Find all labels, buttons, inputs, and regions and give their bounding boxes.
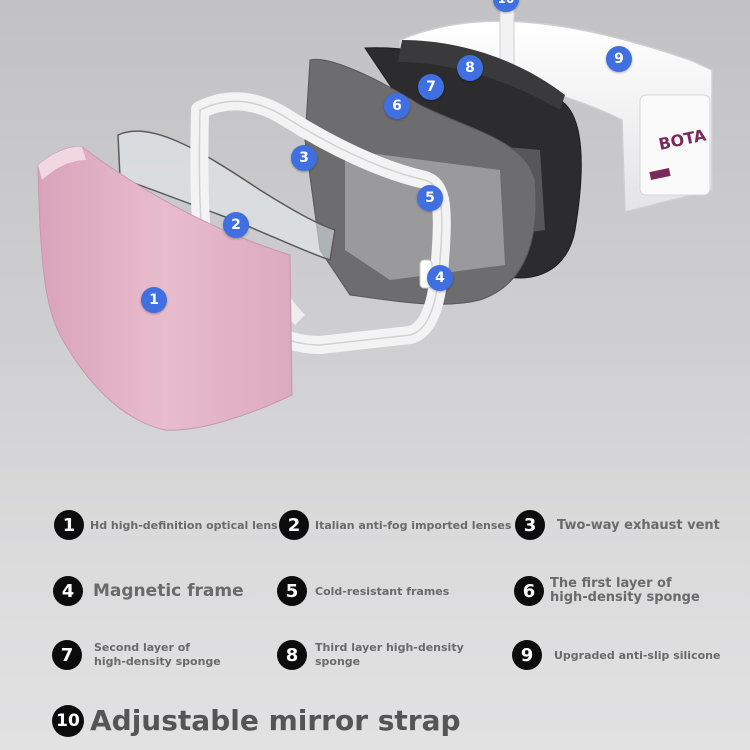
legend-item-10: 10 Adjustable mirror strap	[52, 704, 461, 737]
legend-number: 10	[52, 704, 84, 737]
marker-3: 3	[291, 145, 317, 171]
legend-label: The first layer of high-density sponge	[550, 576, 700, 605]
marker-5: 5	[417, 185, 443, 211]
legend-label: Second layer of high-density sponge	[94, 641, 221, 668]
goggle-illustration: BOTA	[37, 0, 713, 431]
legend-item-7: 7 Second layer of high-density sponge	[52, 640, 221, 670]
marker-7: 7	[418, 74, 444, 100]
legend-label: Cold-resistant frames	[315, 584, 450, 598]
legend-label: Upgraded anti-slip silicone	[554, 648, 721, 662]
marker-10: 10	[493, 0, 519, 12]
legend-number: 3	[515, 510, 545, 540]
marker-2: 2	[223, 212, 249, 238]
legend-number: 8	[277, 640, 307, 670]
marker-9: 9	[606, 46, 632, 72]
legend-item-9: 9 Upgraded anti-slip silicone	[512, 640, 720, 670]
goggle-exploded-view: BOTA	[37, 0, 713, 431]
legend-number: 1	[54, 510, 84, 540]
marker-4: 4	[427, 265, 453, 291]
legend-item-5: 5 Cold-resistant frames	[277, 576, 449, 606]
legend-item-8: 8 Third layer high-density sponge	[277, 640, 464, 670]
legend-item-6: 6 The first layer of high-density sponge	[514, 576, 700, 606]
hd-optical-lens	[37, 146, 293, 431]
legend-number: 6	[514, 576, 544, 606]
legend-label: Hd high-definition optical lens	[90, 518, 278, 532]
legend-item-2: 2 Italian anti-fog imported lenses	[279, 510, 511, 540]
legend-label: Two-way exhaust vent	[557, 517, 720, 533]
legend-number: 7	[52, 640, 82, 670]
legend-item-3: 3 Two-way exhaust vent	[515, 510, 720, 540]
legend-label: Third layer high-density sponge	[315, 641, 464, 668]
legend-label: Italian anti-fog imported lenses	[315, 518, 512, 532]
legend-label: Magnetic frame	[93, 581, 244, 601]
legend-item-1: 1 Hd high-definition optical lens	[54, 510, 278, 540]
legend-label: Adjustable mirror strap	[90, 704, 461, 737]
legend-number: 2	[279, 510, 309, 540]
legend-number: 9	[512, 640, 542, 670]
legend-number: 5	[277, 576, 307, 606]
legend-item-4: 4 Magnetic frame	[53, 576, 244, 606]
marker-8: 8	[457, 55, 483, 81]
legend-number: 4	[53, 576, 83, 606]
marker-1: 1	[141, 287, 167, 313]
marker-6: 6	[384, 93, 410, 119]
